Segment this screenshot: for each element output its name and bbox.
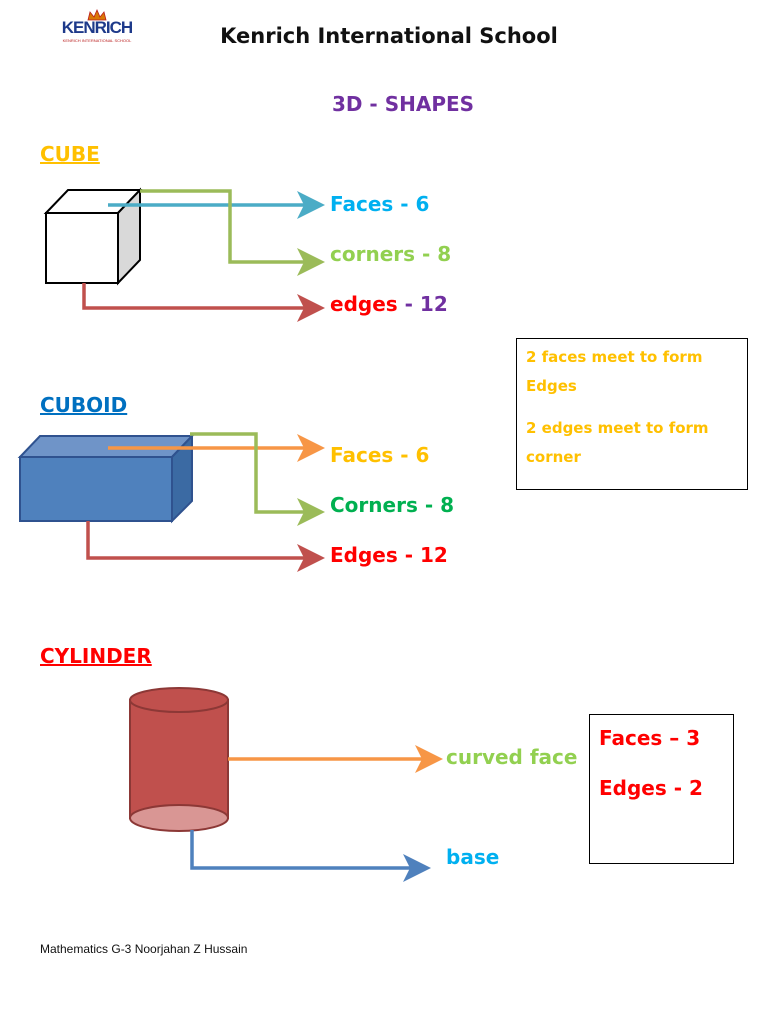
- cuboid-edges-label: Edges - 12: [330, 543, 448, 567]
- cube-edges-word: edges: [330, 292, 398, 316]
- cube-heading: CUBE: [40, 142, 100, 166]
- cuboid-arrows: [86, 432, 325, 572]
- cylinder-edges-label: Edges - 2: [599, 776, 703, 800]
- cube-faces-label: Faces - 6: [330, 192, 430, 216]
- cube-corners-label: corners - 8: [330, 242, 452, 266]
- logo-text: KENRICH: [61, 18, 133, 37]
- definition-line-1: 2 faces meet to form: [526, 348, 703, 366]
- school-name: Kenrich International School: [220, 24, 558, 48]
- footer-text: Mathematics G-3 Noorjahan Z Hussain: [40, 942, 248, 956]
- cylinder-shape: [129, 687, 229, 832]
- definition-line-2: Edges: [526, 377, 577, 395]
- cylinder-faces-label: Faces – 3: [599, 726, 701, 750]
- cylinder-base-label: base: [446, 845, 500, 869]
- cuboid-corners-label: Corners - 8: [330, 493, 454, 517]
- definition-box: 2 faces meet to form Edges 2 edges meet …: [516, 338, 748, 490]
- page-title: 3D - SHAPES: [331, 92, 475, 116]
- cube-edges-count: - 12: [404, 292, 448, 316]
- crown-icon: [87, 8, 107, 21]
- cuboid-faces-label: Faces - 6: [330, 443, 430, 467]
- cylinder-curved-face-label: curved face: [446, 745, 578, 769]
- cube-shape: [43, 187, 143, 286]
- definition-line-3: 2 edges meet to form: [526, 419, 709, 437]
- cube-edges-label: edges - 12: [330, 292, 448, 316]
- cylinder-heading: CYLINDER: [40, 644, 152, 668]
- definition-line-4: corner: [526, 448, 581, 466]
- school-logo: KENRICH KENRICH INTERNATIONAL SCHOOL: [58, 8, 136, 48]
- cuboid-heading: CUBOID: [40, 393, 128, 417]
- cylinder-summary-box: Faces – 3 Edges - 2: [589, 714, 734, 864]
- cube-arrows: [82, 189, 325, 322]
- cylinder-arrows: [190, 745, 443, 882]
- cuboid-shape: [17, 433, 195, 524]
- logo-subtitle: KENRICH INTERNATIONAL SCHOOL: [62, 38, 132, 43]
